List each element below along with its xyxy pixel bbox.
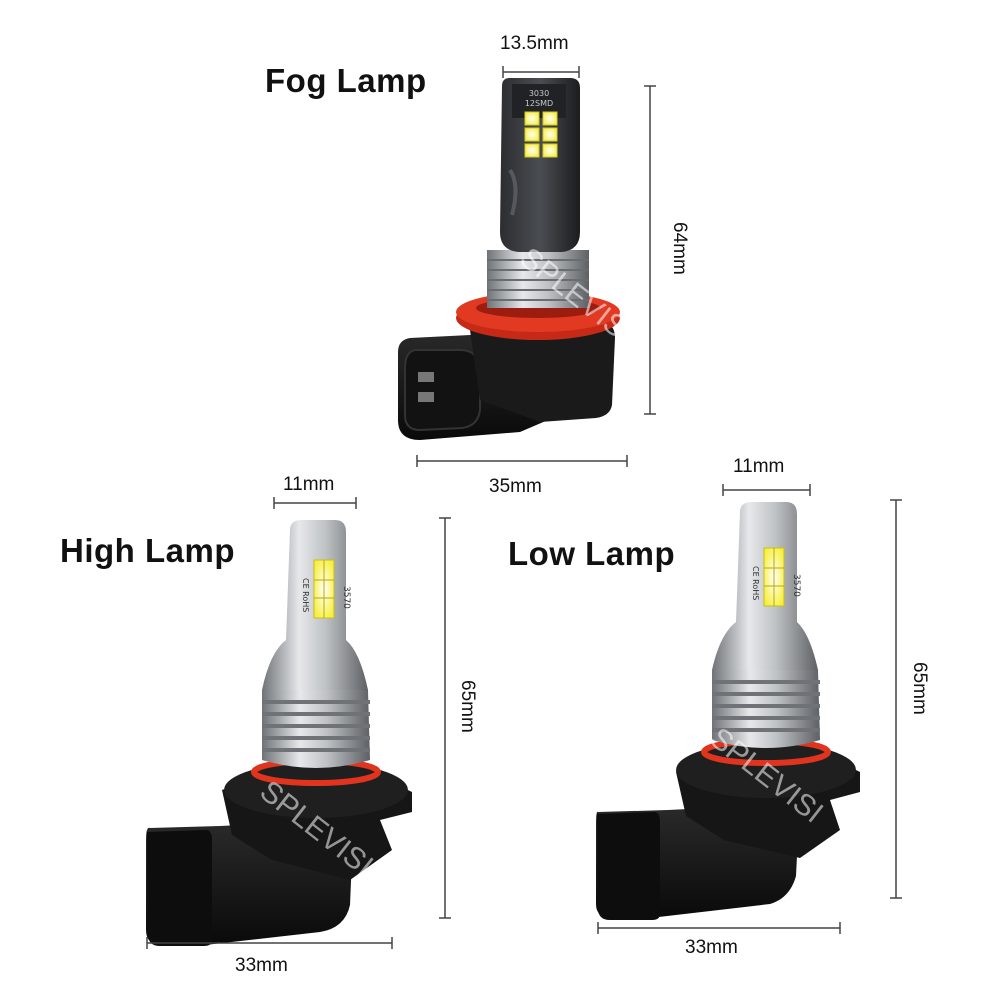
high-chip-text-1: CE RoHS xyxy=(301,578,310,612)
fog-chip-text-2: 12SMD xyxy=(525,99,553,108)
high-top-width-label: 11mm xyxy=(283,474,335,495)
high-chip-text-2: 3570 xyxy=(341,586,351,609)
low-top-width-label: 11mm xyxy=(733,456,785,477)
low-chip-text-2: 3570 xyxy=(791,574,801,597)
fog-lamp-title: Fog Lamp xyxy=(265,62,427,99)
dimension-lines xyxy=(146,66,902,949)
fog-top-width-label: 13.5mm xyxy=(500,33,569,54)
low-lamp-title: Low Lamp xyxy=(508,535,676,572)
fog-lamp-bulb: 3030 12SMD xyxy=(398,78,620,440)
low-lamp-bulb: CE RoHS 3570 xyxy=(596,502,860,920)
low-base-width-label: 33mm xyxy=(685,937,738,958)
high-lamp-title: High Lamp xyxy=(60,532,235,569)
high-height-label: 65mm xyxy=(457,680,478,733)
high-base-width-label: 33mm xyxy=(235,955,288,976)
low-height-label: 65mm xyxy=(909,662,930,715)
low-chip-text-1: CE RoHS xyxy=(751,566,760,600)
high-lamp-bulb: CE RoHS 3570 xyxy=(146,520,412,946)
fog-base-width-label: 35mm xyxy=(489,476,542,497)
fog-height-label: 64mm xyxy=(669,222,690,275)
fog-chip-text-1: 3030 xyxy=(529,89,549,98)
